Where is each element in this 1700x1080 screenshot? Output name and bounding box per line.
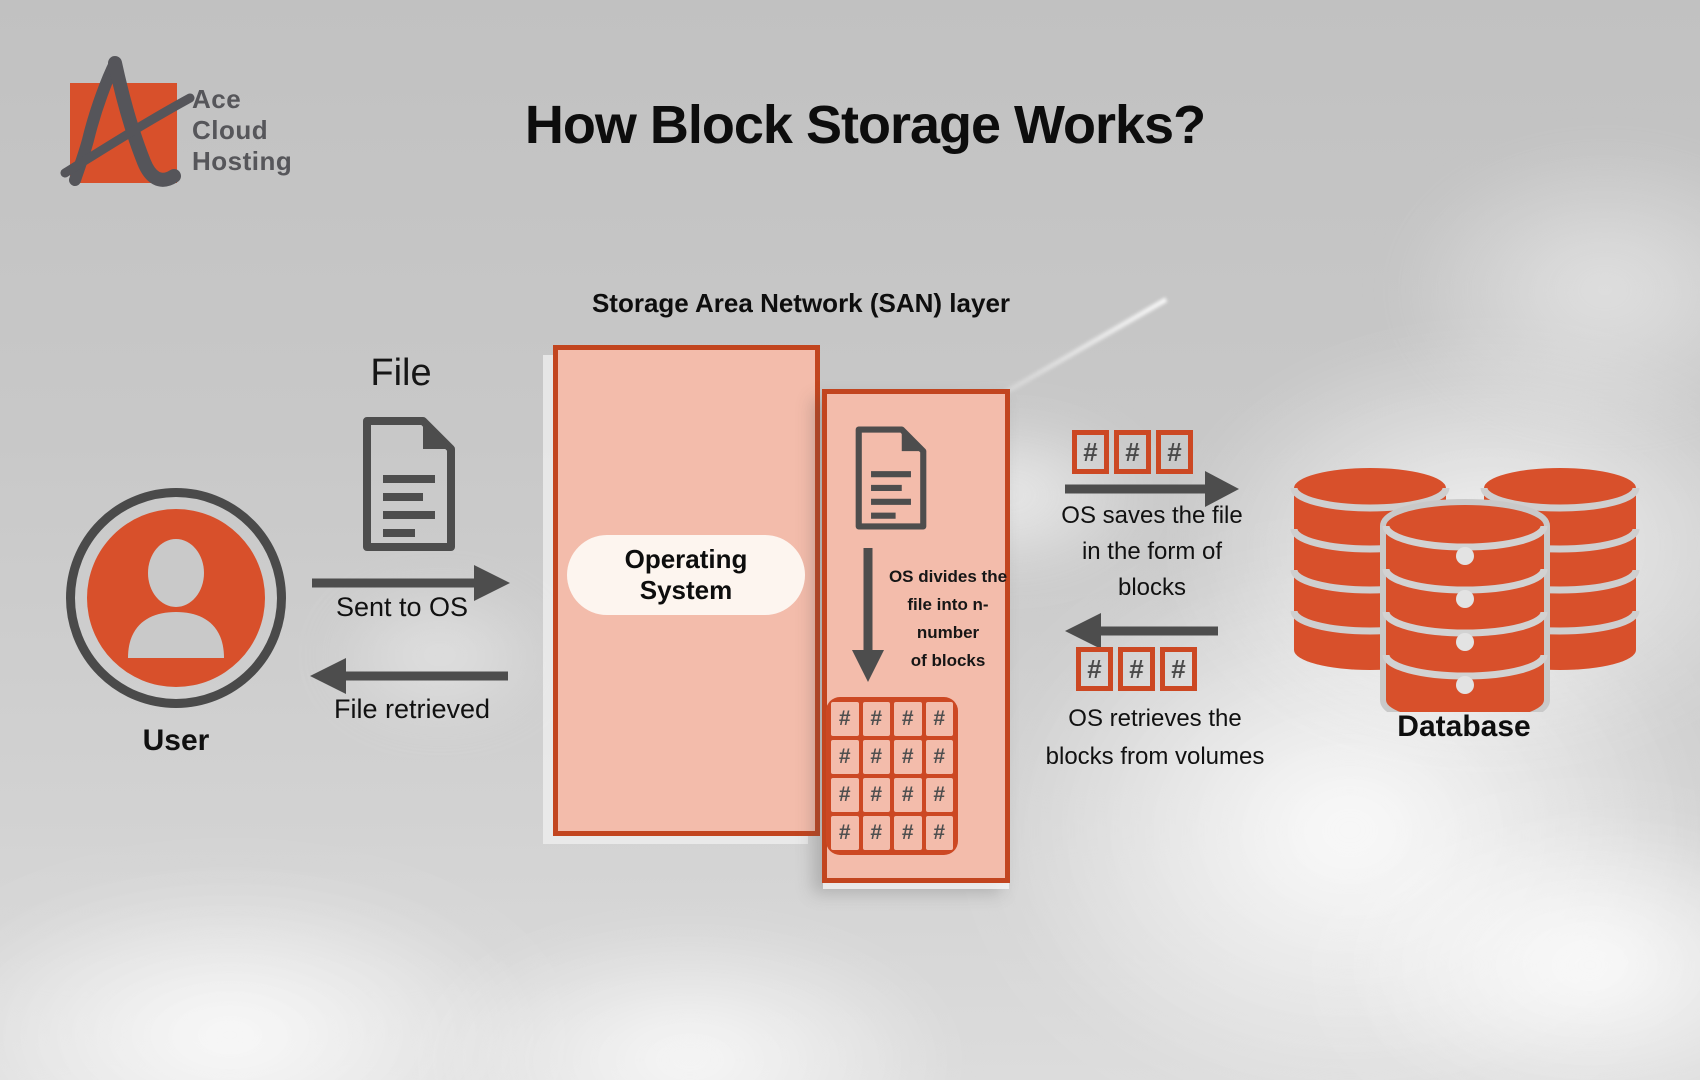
divide-note-line: file into n- xyxy=(907,595,989,614)
divide-note: OS divides the file into n- number of bl… xyxy=(884,563,1012,675)
block-chip: # xyxy=(1076,647,1113,691)
arrow-down-icon xyxy=(852,548,884,682)
arrow-right-icon xyxy=(312,565,510,601)
retrieve-note: OS retrieves the blocks from volumes xyxy=(1046,700,1265,776)
block-cell: # xyxy=(831,778,859,812)
block-chips-retrieve: # # # xyxy=(1076,647,1197,691)
database-icon xyxy=(1290,468,1640,712)
save-note-line: blocks xyxy=(1117,574,1187,601)
person-silhouette-icon xyxy=(128,539,224,658)
divide-note-line: OS divides the xyxy=(888,567,1008,586)
brand-logo-icon xyxy=(60,56,195,187)
block-cell: # xyxy=(925,816,953,850)
arrow-left-icon xyxy=(1065,613,1218,649)
block-cell: # xyxy=(894,740,922,774)
block-cell: # xyxy=(831,702,859,736)
os-pill-line: Operating xyxy=(624,544,748,574)
file-label: File xyxy=(370,352,432,394)
block-chip: # xyxy=(1156,430,1193,474)
sent-to-os-label: Sent to OS xyxy=(335,592,469,622)
file-icon xyxy=(855,426,927,530)
user-icon-circle xyxy=(87,509,265,687)
arrow-left-icon xyxy=(310,658,508,694)
file-icon xyxy=(363,417,455,551)
brand-wordmark: Ace Cloud Hosting xyxy=(192,84,292,177)
divide-note-line: of blocks xyxy=(910,651,986,670)
os-pill-line: System xyxy=(639,575,733,605)
save-note-line: OS saves the file xyxy=(1061,502,1243,529)
block-cell: # xyxy=(862,740,890,774)
user-label: User xyxy=(142,724,210,757)
brand-word: Cloud xyxy=(192,115,269,145)
block-cell: # xyxy=(925,740,953,774)
block-cell: # xyxy=(831,740,859,774)
database-label: Database xyxy=(1397,710,1531,743)
brand-word: Hosting xyxy=(192,146,293,176)
cloud-shape xyxy=(420,920,960,1080)
retrieve-note-line: blocks from volumes xyxy=(1045,743,1265,770)
page-title: How Block Storage Works? xyxy=(524,95,1206,155)
block-cell: # xyxy=(925,778,953,812)
brand-word: Ace xyxy=(192,84,242,114)
block-chip: # xyxy=(1114,430,1151,474)
block-cell: # xyxy=(894,702,922,736)
block-chip: # xyxy=(1072,430,1109,474)
block-chip: # xyxy=(1160,647,1197,691)
operating-system-pill: Operating System xyxy=(567,535,805,615)
save-note-line: in the form of xyxy=(1081,538,1223,565)
retrieve-note-line: OS retrieves the xyxy=(1068,705,1242,732)
block-cell: # xyxy=(894,778,922,812)
block-cell: # xyxy=(862,778,890,812)
block-cell: # xyxy=(862,816,890,850)
file-retrieved-label: File retrieved xyxy=(333,694,491,724)
block-chips-save: # # # xyxy=(1072,430,1193,474)
cloud-shape xyxy=(320,580,560,730)
save-note: OS saves the file in the form of blocks xyxy=(1061,498,1242,606)
divide-note-line: number xyxy=(916,623,980,642)
block-grid: # # # # # # # # # # # # # # # # xyxy=(826,697,958,855)
block-cell: # xyxy=(831,816,859,850)
san-layer-label: Storage Area Network (SAN) layer xyxy=(591,288,1011,318)
block-cell: # xyxy=(894,816,922,850)
block-chip: # xyxy=(1118,647,1155,691)
block-cell: # xyxy=(925,702,953,736)
user-icon xyxy=(66,488,286,708)
block-cell: # xyxy=(862,702,890,736)
arrow-right-icon xyxy=(1065,471,1239,507)
